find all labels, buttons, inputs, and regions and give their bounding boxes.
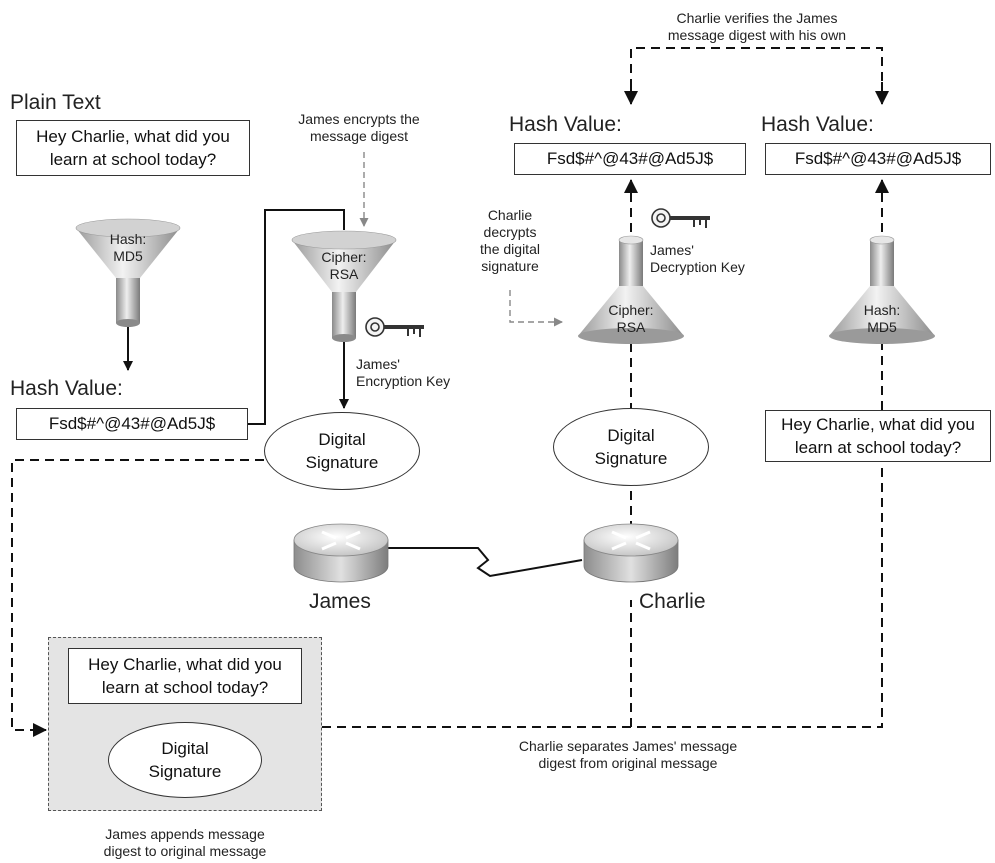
encryption-key-owner: James' [356, 356, 400, 372]
connectors [11, 47, 889, 737]
bundle-message-line-2: learn at school today? [101, 678, 269, 697]
decrypted-hash-heading: Hash Value: [509, 113, 622, 136]
bundle-message-line-1: Hey Charlie, what did you [88, 655, 282, 674]
decrypt-note-line-2: decrypts [483, 224, 537, 240]
decrypt-note-line-4: signature [481, 258, 539, 274]
receiver-digital-signature: Digital Signature [553, 408, 709, 486]
sender-signature-line-1: Digital [318, 430, 366, 449]
plain-text-heading: Plain Text [10, 91, 101, 114]
sender-hash-value-box: Fsd$#^@43#@Ad5J$ [16, 408, 248, 440]
receiver-hash-funnel [829, 235, 935, 344]
md5-label: MD5 [113, 248, 143, 264]
line-hash-value-to-cipher [248, 209, 345, 425]
computed-hash-value: Fsd$#^@43#@Ad5J$ [794, 149, 962, 168]
rsa-label: RSA [329, 266, 359, 282]
hash-label: Hash: [109, 231, 147, 247]
arrow-decrypt-note [509, 290, 563, 327]
computed-hash-value-box: Fsd$#^@43#@Ad5J$ [765, 143, 991, 175]
receiver-rsa-label: RSA [616, 319, 646, 335]
sender-hash-value-heading: Hash Value: [10, 377, 123, 400]
verify-note-line-2: message digest with his own [667, 27, 847, 43]
router-charlie-label: Charlie [639, 590, 706, 613]
plain-text-message-box: Hey Charlie, what did you learn at schoo… [16, 120, 250, 176]
encryption-key-label: James' Encryption Key [356, 356, 450, 390]
separate-note-line-1: Charlie separates James' message [518, 738, 738, 754]
separate-note-line-2: digest from original message [538, 755, 718, 771]
serial-link [388, 547, 583, 578]
decryption-key-owner: James' [650, 242, 694, 258]
separate-note: Charlie separates James' message digest … [488, 738, 768, 772]
decrypt-note-line-3: the digital [480, 241, 540, 257]
encrypt-note-line-2: message digest [309, 128, 409, 144]
sender-hash-value: Fsd$#^@43#@Ad5J$ [48, 414, 216, 433]
bundle-digital-signature: Digital Signature [108, 722, 262, 798]
bundle-message-box: Hey Charlie, what did you learn at schoo… [68, 648, 302, 704]
sender-signature-line-2: Signature [305, 453, 379, 472]
receiver-cipher-label: Cipher: [608, 302, 654, 318]
decrypt-note-line-1: Charlie [487, 207, 533, 223]
sender-cipher-funnel [291, 230, 397, 342]
decrypted-hash-value-box: Fsd$#^@43#@Ad5J$ [514, 143, 746, 175]
sender-cipher-funnel-label: Cipher: RSA [314, 249, 374, 283]
sender-hash-funnel [75, 218, 181, 327]
router-james-label: James [309, 590, 371, 613]
bundle-caption: James appends message digest to original… [82, 826, 288, 860]
receiver-md5-label: MD5 [867, 319, 897, 335]
plain-text-line-1: Hey Charlie, what did you [36, 127, 230, 146]
encrypt-note: James encrypts the message digest [284, 111, 434, 145]
dashed-signature-to-bundle [11, 459, 264, 737]
receiver-signature-line-1: Digital [607, 426, 655, 445]
encryption-key-type: Encryption Key [356, 373, 451, 389]
cipher-label: Cipher: [321, 249, 367, 265]
decryption-key-label: James' Decryption Key [650, 242, 745, 276]
receiver-signature-line-2: Signature [594, 449, 668, 468]
sender-hash-funnel-label: Hash: MD5 [98, 231, 158, 265]
receiver-cipher-funnel-label: Cipher: RSA [601, 302, 661, 336]
bundle-signature-line-2: Signature [148, 762, 222, 781]
verify-note-line-1: Charlie verifies the James [676, 10, 838, 26]
receiver-hash-funnel-label: Hash: MD5 [852, 302, 912, 336]
verify-note: Charlie verifies the James message diges… [637, 10, 877, 44]
computed-hash-heading: Hash Value: [761, 113, 874, 136]
dashed-bundle-to-receiver [322, 462, 883, 728]
decrypt-note: Charlie decrypts the digital signature [470, 207, 550, 275]
receiver-hash-label: Hash: [863, 302, 901, 318]
bundle-caption-line-1: James appends message [105, 826, 265, 842]
dashed-verify-loop [630, 47, 883, 103]
sender-digital-signature: Digital Signature [264, 412, 420, 490]
bundle-caption-line-2: digest to original message [103, 843, 267, 859]
decryption-key-type: Decryption Key [650, 259, 745, 275]
bundle-signature-line-1: Digital [161, 739, 209, 758]
router-james-icon [293, 523, 389, 583]
receiver-cipher-funnel [578, 235, 684, 344]
router-charlie-icon [583, 523, 679, 583]
received-message-line-1: Hey Charlie, what did you [781, 415, 975, 434]
encrypt-note-line-1: James encrypts the [298, 111, 420, 127]
encryption-key-icon [365, 317, 424, 337]
received-message-line-2: learn at school today? [794, 438, 962, 457]
plain-text-line-2: learn at school today? [49, 150, 217, 169]
received-message-box: Hey Charlie, what did you learn at schoo… [765, 410, 991, 462]
decryption-key-icon [651, 208, 710, 228]
decrypted-hash-value: Fsd$#^@43#@Ad5J$ [546, 149, 714, 168]
